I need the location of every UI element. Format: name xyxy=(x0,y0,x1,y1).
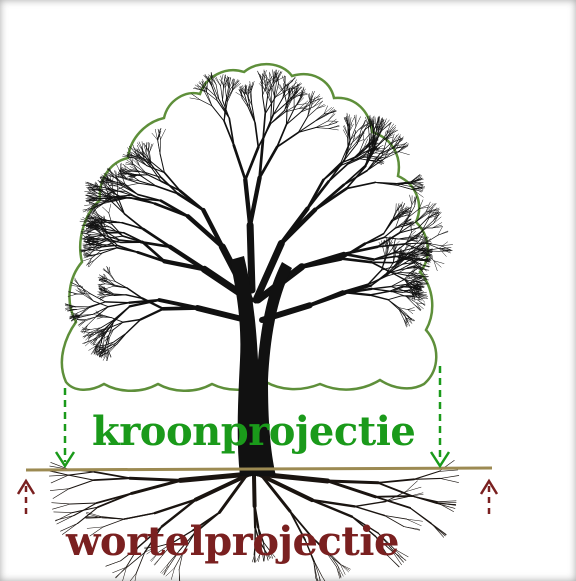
tree-trunk xyxy=(230,256,292,476)
crown-arrow-left xyxy=(54,388,76,469)
arrow-up-icon xyxy=(479,478,499,495)
root-projection-label: wortelprojectie xyxy=(66,518,399,565)
root-arrow-left xyxy=(16,478,36,518)
ground-line xyxy=(25,466,493,472)
crown-projection-label: kroonprojectie xyxy=(92,408,416,455)
arrow-up-icon xyxy=(16,478,36,495)
arrow-down-icon xyxy=(429,451,451,469)
tree-roots xyxy=(48,460,460,581)
tree-branches xyxy=(64,69,453,362)
root-arrow-right xyxy=(479,478,499,516)
crown-arrow-right xyxy=(429,366,451,469)
arrow-down-icon xyxy=(54,451,76,469)
